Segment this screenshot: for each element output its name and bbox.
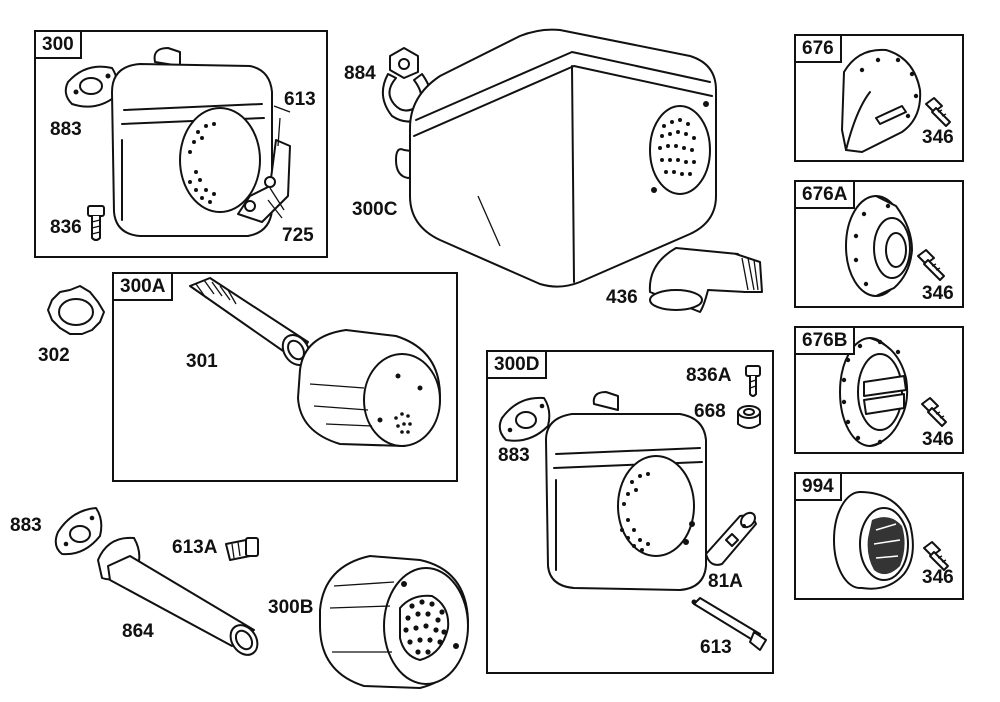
muffler-300B bbox=[319, 555, 469, 689]
label-836: 836 bbox=[50, 217, 82, 238]
group-300-tag: 300 bbox=[34, 30, 82, 59]
label-613-300D: 613 bbox=[700, 637, 732, 658]
elbow-pipe-436 bbox=[648, 247, 763, 313]
label-836A: 836A bbox=[686, 365, 732, 386]
label-300B: 300B bbox=[268, 597, 314, 618]
arrester-screen-81A bbox=[705, 511, 757, 566]
group-300A-frame: 300A bbox=[112, 272, 458, 482]
screw-613A bbox=[225, 537, 259, 561]
group-676-tag: 676 bbox=[794, 34, 842, 63]
group-300A-tag: 300A bbox=[112, 272, 174, 301]
group-300D-tag: 300D bbox=[486, 350, 548, 379]
deflector-994 bbox=[833, 491, 914, 590]
muffler-300D bbox=[545, 391, 707, 591]
label-81A: 81A bbox=[708, 571, 743, 592]
label-300C: 300C bbox=[352, 199, 398, 220]
spacer-668 bbox=[737, 405, 761, 429]
gasket-883-300D bbox=[498, 396, 551, 442]
label-301: 301 bbox=[186, 351, 218, 372]
screw-346-994 bbox=[923, 541, 949, 571]
group-676B-tag: 676B bbox=[794, 326, 856, 355]
group-994-tag: 994 bbox=[794, 472, 842, 501]
leader-lines bbox=[267, 105, 291, 219]
label-346-676: 346 bbox=[922, 127, 954, 148]
label-613-top: 613 bbox=[284, 89, 316, 110]
screw-346-676B bbox=[921, 397, 947, 427]
label-884: 884 bbox=[344, 63, 376, 84]
label-668: 668 bbox=[694, 401, 726, 422]
screw-836A bbox=[745, 365, 761, 397]
group-676B-frame: 676B bbox=[794, 326, 964, 454]
screw-836 bbox=[87, 205, 105, 241]
deflector-676A bbox=[845, 195, 913, 297]
muffler-300C bbox=[395, 28, 717, 288]
label-346-676A: 346 bbox=[922, 283, 954, 304]
label-883-bottom: 883 bbox=[10, 515, 42, 536]
group-300-frame: 300 bbox=[34, 30, 328, 258]
rod-613 bbox=[691, 597, 767, 651]
label-725: 725 bbox=[282, 225, 314, 246]
label-883-300D: 883 bbox=[498, 445, 530, 466]
label-302: 302 bbox=[38, 345, 70, 366]
deflector-676B bbox=[839, 337, 909, 447]
label-346-676B: 346 bbox=[922, 429, 954, 450]
label-613A: 613A bbox=[172, 537, 218, 558]
screw-346-676 bbox=[925, 97, 951, 127]
group-676A-frame: 676A bbox=[794, 180, 964, 308]
group-994-frame: 994 bbox=[794, 472, 964, 600]
lock-nut-302 bbox=[47, 285, 105, 335]
label-883-top: 883 bbox=[50, 119, 82, 140]
deflector-676 bbox=[841, 48, 922, 153]
exhaust-pipe-864 bbox=[97, 536, 259, 656]
spark-arrester-bracket-613 bbox=[237, 117, 291, 223]
gasket-883-bottom bbox=[54, 507, 103, 556]
label-864: 864 bbox=[122, 621, 154, 642]
label-436: 436 bbox=[606, 287, 638, 308]
screw-346-676A bbox=[917, 249, 945, 281]
group-300D-frame: 300D bbox=[486, 350, 774, 674]
muffler-300A bbox=[297, 329, 441, 447]
label-346-994: 346 bbox=[922, 567, 954, 588]
group-676-frame: 676 bbox=[794, 34, 964, 162]
group-676A-tag: 676A bbox=[794, 180, 856, 209]
